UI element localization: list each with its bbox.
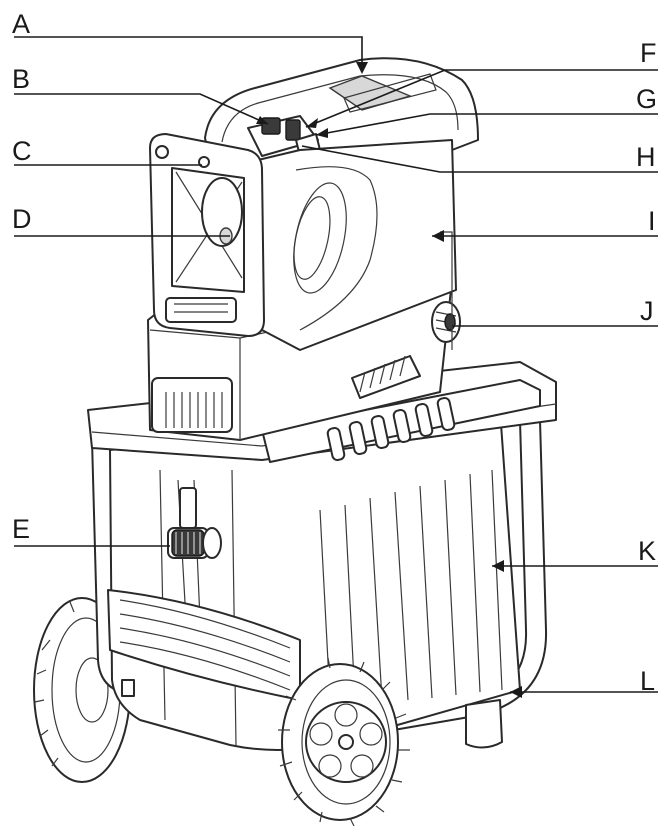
- label-G: G: [636, 84, 657, 114]
- right-wheel: [278, 657, 410, 826]
- label-J: J: [640, 296, 654, 326]
- leader-A: [14, 36, 363, 72]
- label-L: L: [640, 666, 655, 696]
- leader-B: [14, 93, 269, 125]
- leader-lines: [14, 36, 658, 698]
- label-B: B: [12, 64, 30, 94]
- frame-right-tube: [379, 419, 548, 733]
- locking-knob: [167, 487, 222, 559]
- shredder-body: [33, 57, 557, 826]
- label-E: E: [12, 514, 30, 544]
- label-D: D: [12, 204, 32, 234]
- leader-G: [315, 113, 658, 136]
- part-labels: A B C D E F G H I J K L: [12, 9, 657, 696]
- label-H: H: [636, 142, 656, 172]
- leader-H: [301, 145, 658, 173]
- label-F: F: [640, 38, 657, 68]
- front-vent: [151, 377, 233, 433]
- label-A: A: [12, 9, 30, 39]
- vent-slots: [326, 397, 456, 461]
- label-I: I: [648, 206, 656, 236]
- support-foot: [465, 699, 503, 749]
- label-K: K: [638, 536, 656, 566]
- label-C: C: [12, 136, 32, 166]
- front-handle-frame: [149, 133, 265, 337]
- leader-F: [305, 69, 658, 128]
